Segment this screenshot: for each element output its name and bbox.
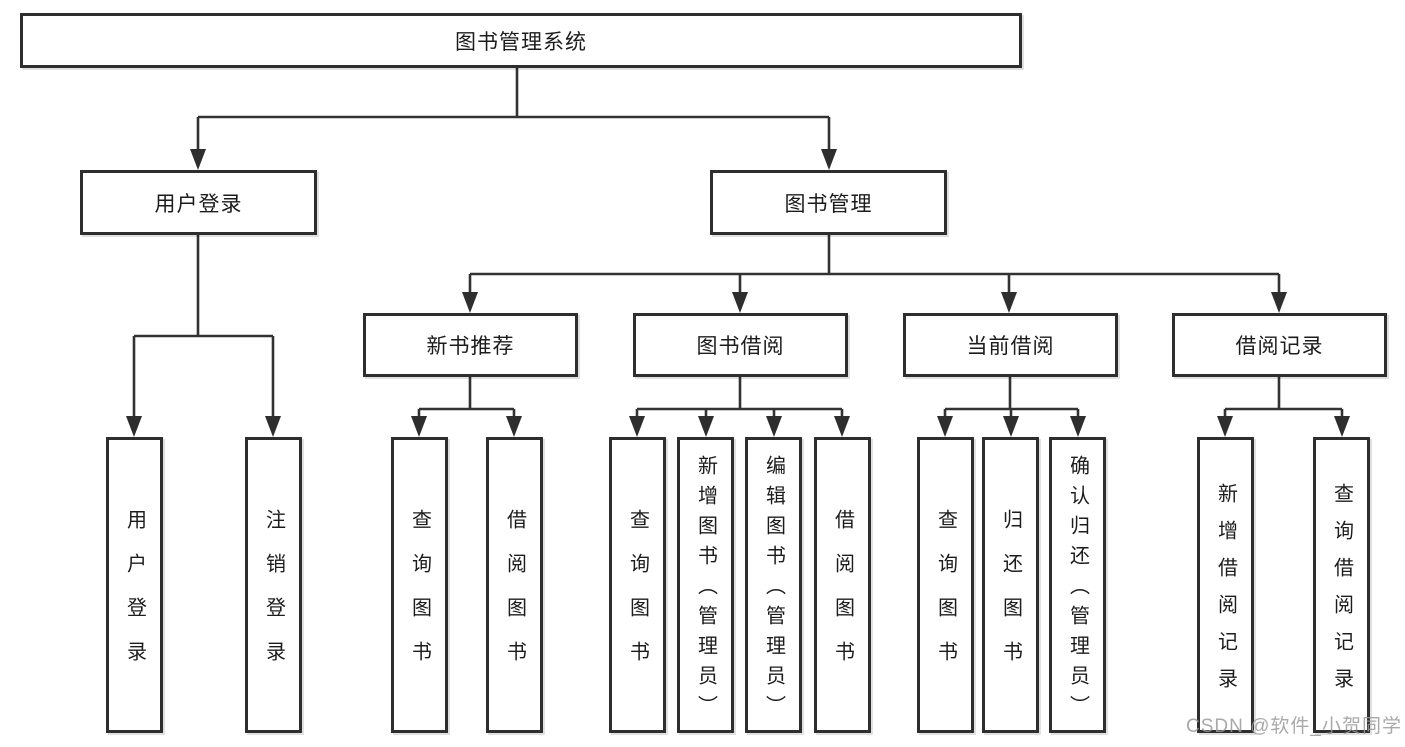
node-leaf-query-books-borrowing: 查询图书	[609, 437, 666, 733]
node-label: 编辑图书（管理员）	[762, 455, 785, 725]
node-leaf-query-books-current: 查询图书	[917, 437, 974, 733]
node-label: 归还图书	[999, 509, 1022, 685]
node-leaf-logout: 注销登录	[245, 437, 302, 733]
node-label: 图书借阅	[696, 335, 785, 358]
node-leaf-return-books: 归还图书	[982, 437, 1039, 733]
node-label: 注销登录	[262, 509, 285, 685]
node-label: 新增图书（管理员）	[694, 455, 717, 725]
node-label: 新书推荐	[426, 335, 515, 358]
node-label: 查询借阅记录	[1330, 482, 1353, 705]
node-leaf-borrow-books-recommend: 借阅图书	[486, 437, 543, 733]
node-book-management: 图书管理	[710, 170, 947, 235]
node-leaf-user-login: 用户登录	[106, 437, 163, 733]
node-library-management-system: 图书管理系统	[20, 13, 1022, 68]
node-label: 确认归还（管理员）	[1066, 455, 1089, 725]
node-current-borrowing: 当前借阅	[903, 313, 1118, 377]
node-label: 查询图书	[408, 509, 431, 685]
node-label: 查询图书	[626, 509, 649, 685]
node-label: 图书管理系统	[455, 30, 587, 54]
arrowheads	[126, 149, 1350, 437]
node-label: 用户登录	[154, 192, 243, 216]
node-label: 借阅图书	[831, 509, 854, 685]
node-leaf-query-borrow-record: 查询借阅记录	[1313, 437, 1370, 733]
node-label: 借阅记录	[1235, 335, 1324, 358]
node-book-borrowing: 图书借阅	[633, 313, 848, 377]
node-leaf-query-books-recommend: 查询图书	[391, 437, 448, 733]
node-borrowing-records: 借阅记录	[1172, 313, 1387, 377]
node-user-login: 用户登录	[80, 170, 317, 235]
node-leaf-add-borrow-record: 新增借阅记录	[1197, 437, 1254, 733]
node-leaf-confirm-return-admin: 确认归还（管理员）	[1049, 437, 1106, 733]
node-label: 借阅图书	[503, 509, 526, 685]
node-label: 图书管理	[784, 192, 873, 216]
node-new-book-recommendation: 新书推荐	[363, 313, 578, 377]
node-label: 用户登录	[123, 509, 146, 685]
node-label: 新增借阅记录	[1214, 482, 1237, 705]
node-leaf-edit-book-admin: 编辑图书（管理员）	[745, 437, 802, 733]
node-leaf-add-book-admin: 新增图书（管理员）	[677, 437, 734, 733]
node-label: 查询图书	[934, 509, 957, 685]
node-label: 当前借阅	[966, 335, 1055, 358]
tree-edges	[132, 68, 1344, 421]
node-leaf-borrow-books: 借阅图书	[814, 437, 871, 733]
csdn-watermark: CSDN @软件_小贺同学	[1186, 716, 1402, 737]
